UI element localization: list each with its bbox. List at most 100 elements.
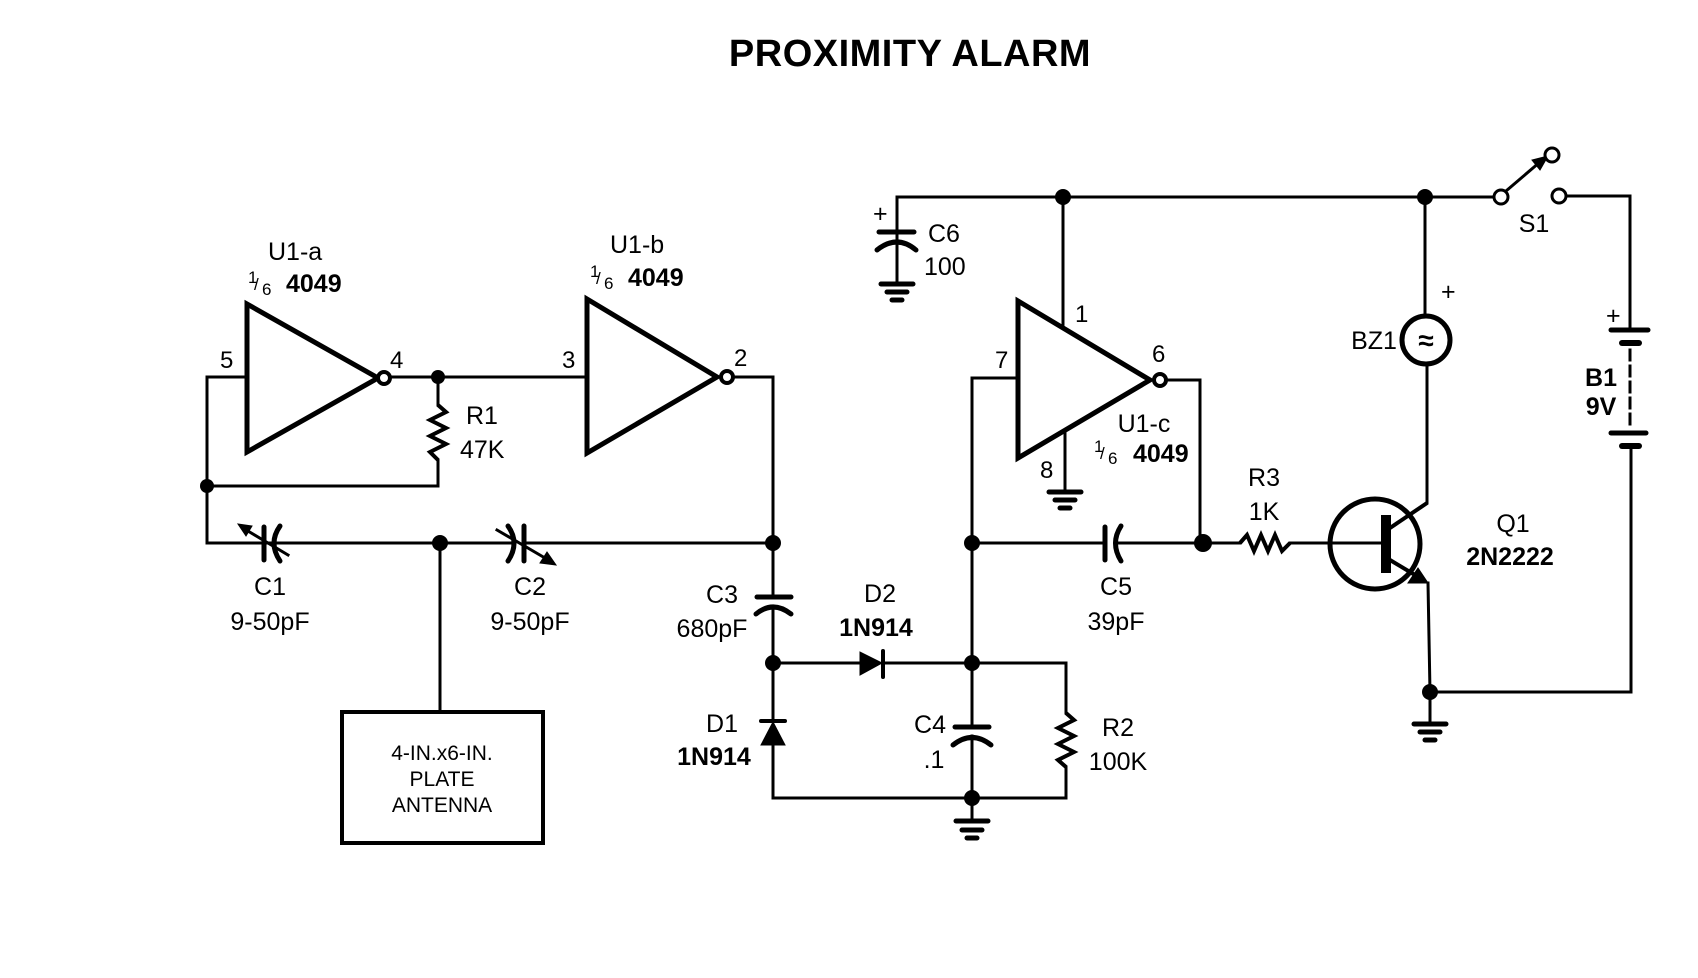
u1b-fraction-num: 1 bbox=[590, 262, 599, 281]
u1c-pin-vdd: 1 bbox=[1075, 301, 1088, 328]
wire-emitter-return bbox=[1426, 448, 1633, 694]
r3-resistor: R3 1K bbox=[1238, 464, 1292, 556]
d2-ref: D2 bbox=[864, 580, 896, 608]
u1b-part: 4049 bbox=[628, 264, 684, 292]
wire-bottom-return bbox=[771, 743, 1068, 800]
q1-transistor: Q1 2N2222 bbox=[1327, 496, 1554, 592]
u1a-output-bubble bbox=[376, 370, 392, 386]
q1-ref: Q1 bbox=[1496, 510, 1529, 538]
junction-node bbox=[1417, 189, 1433, 205]
wire-top-rail bbox=[895, 195, 1497, 240]
q1-part: 2N2222 bbox=[1466, 543, 1554, 571]
u1c-output-bubble bbox=[1152, 372, 1168, 388]
wire-u1c-out bbox=[1164, 378, 1202, 545]
u1b-fraction-den: 6 bbox=[604, 274, 613, 293]
c6-ref: C6 bbox=[928, 220, 960, 248]
junction-node bbox=[964, 790, 980, 806]
wire-u1c-in bbox=[970, 376, 1020, 545]
c1-variable-capacitor: C1 9-50pF bbox=[230, 523, 310, 636]
r2-ref: R2 bbox=[1102, 714, 1134, 742]
b1-ref: B1 bbox=[1585, 364, 1617, 392]
antenna-line1: 4-IN.x6-IN. bbox=[391, 742, 493, 765]
q1-emitter-arrow bbox=[1407, 567, 1429, 584]
r3-value: 1K bbox=[1249, 498, 1280, 526]
ground-icon bbox=[878, 281, 916, 303]
u1c-part: 4049 bbox=[1133, 440, 1189, 468]
s1-contact-output bbox=[1550, 187, 1568, 205]
c2-variable-capacitor: C2 9-50pF bbox=[490, 523, 570, 636]
u1b-output-bubble bbox=[719, 369, 735, 385]
r1-ref: R1 bbox=[466, 402, 498, 430]
u1a-fraction-slash: / bbox=[254, 275, 259, 294]
antenna-box bbox=[340, 710, 545, 845]
c6-capacitor: + C6 100 bbox=[873, 200, 966, 281]
s1-ref: S1 bbox=[1519, 210, 1550, 238]
c1-plate-curved bbox=[271, 523, 283, 564]
c5-capacitor: C5 39pF bbox=[1088, 523, 1144, 636]
b1-battery: + B1 9V bbox=[1585, 302, 1651, 449]
antenna-line2: PLATE bbox=[410, 768, 475, 791]
d2-part: 1N914 bbox=[839, 614, 913, 642]
bz1-ref: BZ1 bbox=[1351, 327, 1397, 355]
c3-value: 680pF bbox=[677, 615, 748, 643]
u1a-pin-out: 4 bbox=[390, 347, 403, 374]
q1-envelope bbox=[1327, 496, 1423, 592]
b1-value: 9V bbox=[1586, 393, 1617, 421]
c2-adjust-arrow bbox=[494, 527, 548, 561]
u1c-fraction-num: 1 bbox=[1094, 437, 1103, 456]
d2-triangle bbox=[859, 651, 884, 676]
s1-contact-open bbox=[1543, 146, 1561, 164]
r1-value: 47K bbox=[460, 436, 505, 464]
c2-ref: C2 bbox=[514, 573, 546, 601]
u1c-pin-in: 7 bbox=[995, 347, 1008, 374]
u1c-fraction-den: 6 bbox=[1108, 449, 1117, 468]
junction-node bbox=[1055, 189, 1071, 205]
u1c-fraction-slash: / bbox=[1100, 444, 1105, 463]
wire-s1-battery bbox=[1564, 194, 1632, 331]
d1-part: 1N914 bbox=[677, 743, 751, 771]
u1b-pin-in: 3 bbox=[562, 347, 575, 374]
u1b-ref: U1-b bbox=[610, 231, 664, 259]
c1-ref: C1 bbox=[254, 573, 286, 601]
s1-contact-common bbox=[1492, 188, 1510, 206]
c6-value: 100 bbox=[924, 253, 966, 281]
bz1-buzzer: ≈ BZ1 + bbox=[1351, 278, 1456, 367]
d1-triangle bbox=[760, 720, 786, 746]
buzzer-icon bbox=[1399, 313, 1453, 367]
q1-base-bar bbox=[1381, 515, 1391, 573]
u1b-triangle bbox=[584, 294, 722, 458]
c5-ref: C5 bbox=[1100, 573, 1132, 601]
r2-resistor: R2 100K bbox=[1053, 711, 1148, 776]
c6-polarity: + bbox=[873, 200, 888, 228]
c4-capacitor: C4 .1 bbox=[914, 711, 994, 774]
junction-node bbox=[1194, 534, 1212, 552]
u1a-pin-in: 5 bbox=[220, 347, 233, 374]
u1a-fraction-num: 1 bbox=[248, 268, 257, 287]
u1b-inverter: U1-b 1 / 6 4049 3 2 bbox=[562, 231, 747, 458]
c1-value: 9-50pF bbox=[230, 608, 309, 636]
u1b-fraction-slash: / bbox=[596, 269, 601, 288]
ground-icon bbox=[1411, 721, 1449, 743]
u1c-ref: U1-c bbox=[1118, 410, 1171, 438]
r3-zigzag bbox=[1238, 530, 1292, 556]
junction-node bbox=[200, 479, 214, 493]
c4-value: .1 bbox=[924, 746, 945, 774]
diagram-title: PROXIMITY ALARM bbox=[729, 33, 1091, 75]
plate-antenna: 4-IN.x6-IN. PLATE ANTENNA bbox=[340, 710, 545, 845]
r2-zigzag bbox=[1053, 711, 1079, 769]
c1-adjust-arrow bbox=[245, 528, 291, 558]
d2-diode: D2 1N914 bbox=[839, 580, 913, 679]
c3-ref: C3 bbox=[706, 581, 738, 609]
wire-u1a-in bbox=[205, 375, 272, 545]
u1c-pin-vss: 8 bbox=[1040, 457, 1053, 484]
c2-arrowhead bbox=[539, 551, 558, 566]
d1-ref: D1 bbox=[706, 710, 738, 738]
u1a-inverter: U1-a 1 / 6 4049 5 4 bbox=[220, 238, 403, 457]
r2-value: 100K bbox=[1089, 748, 1148, 776]
u1a-fraction-den: 6 bbox=[262, 280, 271, 299]
c2-value: 9-50pF bbox=[490, 608, 569, 636]
r1-resistor: R1 47K bbox=[425, 402, 505, 464]
s1-switch[interactable]: S1 bbox=[1492, 146, 1568, 238]
u1c-inverter: U1-c 1 / 6 4049 7 6 1 8 bbox=[995, 296, 1189, 484]
